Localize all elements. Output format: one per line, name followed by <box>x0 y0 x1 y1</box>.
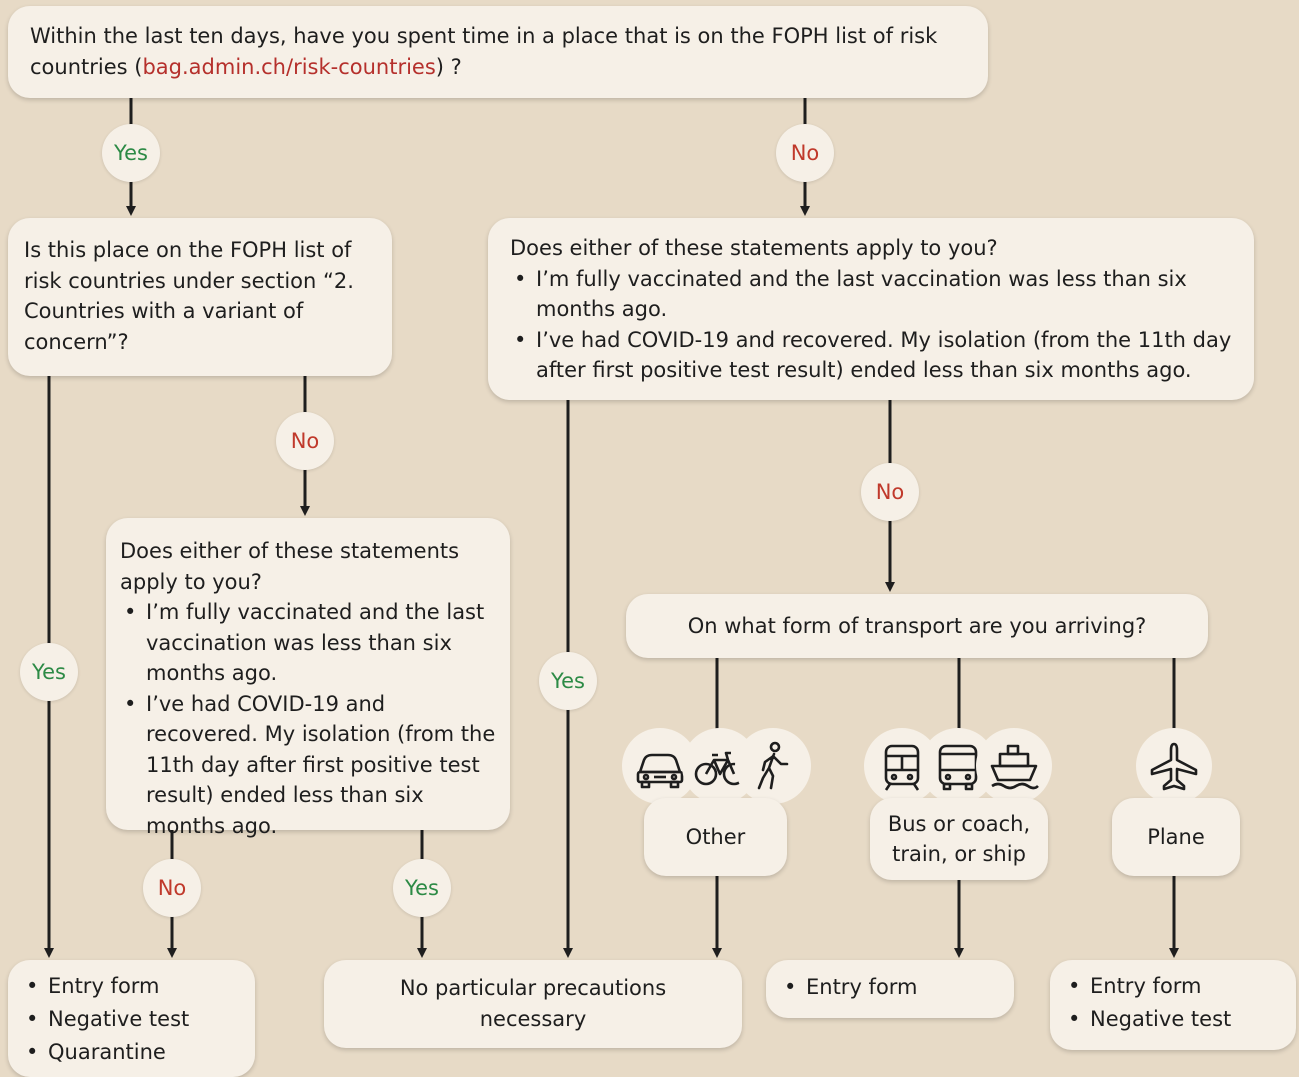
statement-list: I’m fully vaccinated and the last vaccin… <box>120 597 502 841</box>
outcome-text: No particular precautions necessary <box>399 976 667 1031</box>
outcome-no-precautions: No particular precautions necessary <box>324 960 742 1048</box>
outcome-item: Negative test <box>22 1003 241 1036</box>
question-risk-countries: Within the last ten days, have you spent… <box>8 6 988 98</box>
transport-icon-circle <box>976 728 1052 804</box>
plane-icon <box>1150 742 1198 791</box>
question-variant-of-concern: Is this place on the FOPH list of risk c… <box>8 218 392 376</box>
question-text: Within the last ten days, have you spent… <box>30 24 938 79</box>
car-icon <box>636 753 684 789</box>
ship-icon <box>990 744 1039 790</box>
train-icon <box>884 744 920 791</box>
question-vaccinated-recovered-right: Does either of these statements apply to… <box>488 218 1254 400</box>
transport-icon-circle <box>735 728 811 804</box>
question-intro: Does either of these statements apply to… <box>510 236 998 260</box>
transport-plane: Plane <box>1112 798 1240 876</box>
statement-list: I’m fully vaccinated and the last vaccin… <box>510 264 1232 386</box>
outcome-item: Entry form <box>1064 970 1282 1003</box>
transport-icon-circle <box>622 728 698 804</box>
transport-bus-train-ship: Bus or coach, train, or ship <box>870 798 1048 880</box>
yes-label: Yes <box>393 859 451 917</box>
question-text: Is this place on the FOPH list of risk c… <box>24 238 354 354</box>
outcome-list: Entry form Negative test <box>1064 970 1282 1036</box>
no-label: No <box>143 859 201 917</box>
no-label: No <box>861 463 919 521</box>
outcome-entry-test-quarantine: Entry form Negative test Quarantine <box>8 960 255 1077</box>
transport-other: Other <box>644 798 787 876</box>
outcome-item: Negative test <box>1064 1003 1282 1036</box>
statement-item: I’ve had COVID-19 and recovered. My isol… <box>510 325 1232 386</box>
transport-icon-circle <box>1136 728 1212 804</box>
statement-item: I’m fully vaccinated and the last vaccin… <box>120 597 502 689</box>
outcome-list: Entry form Negative test Quarantine <box>22 970 241 1069</box>
no-label: No <box>776 124 834 182</box>
transport-label: Plane <box>1147 824 1205 849</box>
question-text-end: ) ? <box>435 54 462 79</box>
question-transport: On what form of transport are you arrivi… <box>626 594 1208 658</box>
statement-item: I’m fully vaccinated and the last vaccin… <box>510 264 1232 325</box>
question-vaccinated-recovered-left: Does either of these statements apply to… <box>106 518 510 838</box>
outcome-entry-negative-test: Entry form Negative test <box>1050 960 1296 1050</box>
yes-label: Yes <box>20 643 78 701</box>
outcome-item: Quarantine <box>22 1036 241 1069</box>
yes-label: Yes <box>539 652 597 710</box>
statement-item: I’ve had COVID-19 and recovered. My isol… <box>120 689 502 842</box>
transport-label: Bus or coach, train, or ship <box>887 812 1031 866</box>
question-text: On what form of transport are you arrivi… <box>687 613 1147 638</box>
outcome-item: Entry form <box>780 972 1000 1003</box>
transport-icon-circle <box>920 728 996 804</box>
outcome-item: Entry form <box>22 970 241 1003</box>
transport-label: Other <box>685 824 746 849</box>
outcome-list: Entry form <box>780 972 1000 1003</box>
question-intro: Does either of these statements apply to… <box>120 539 460 594</box>
outcome-entry-form: Entry form <box>766 960 1014 1018</box>
yes-label: Yes <box>102 124 160 182</box>
pedestrian-icon <box>757 741 789 790</box>
risk-countries-link[interactable]: bag.admin.ch/risk-countries <box>142 54 436 79</box>
no-label: No <box>276 412 334 470</box>
